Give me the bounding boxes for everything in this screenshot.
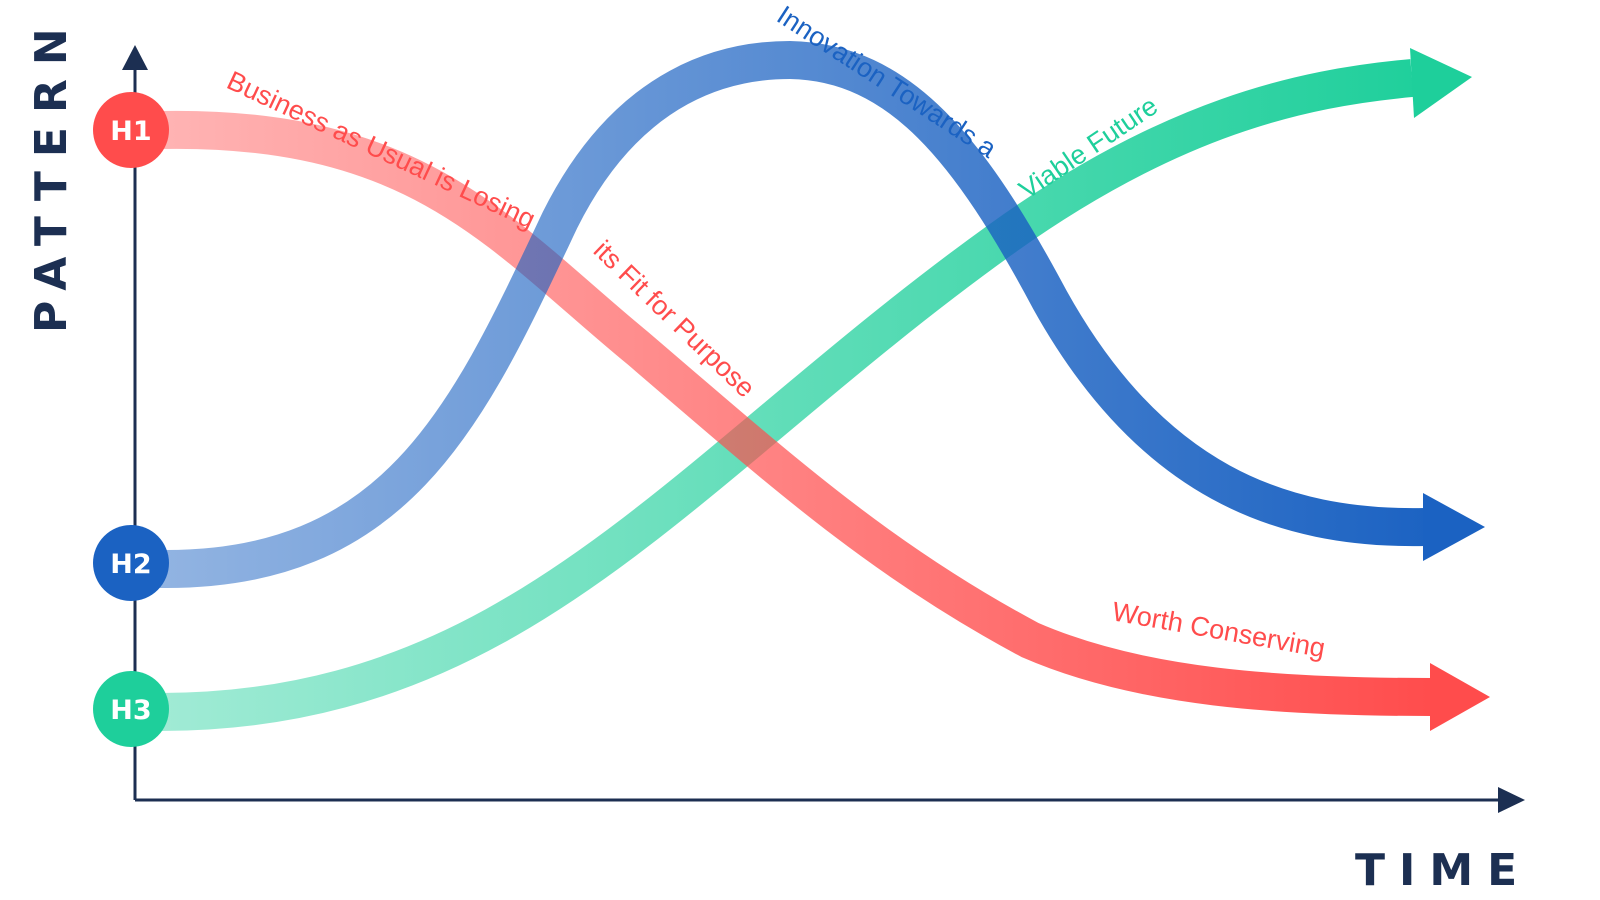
x-axis-title: TIME	[1355, 845, 1531, 896]
h1-curve-band	[159, 110, 1433, 716]
h3-arrowhead	[1410, 48, 1472, 118]
h2-badge: H2	[93, 525, 169, 601]
h2-badge-label: H2	[110, 549, 151, 580]
h1-badge: H1	[93, 92, 169, 168]
h3-badge-circle	[93, 671, 169, 747]
h1-badge-circle	[93, 92, 169, 168]
h2-curve	[159, 40, 1485, 589]
h3-badge-label: H3	[110, 695, 151, 726]
h3-badge: H3	[93, 671, 169, 747]
h3-curve	[159, 48, 1472, 731]
y-axis-arrowhead	[122, 45, 148, 70]
x-axis-arrowhead	[1498, 787, 1525, 813]
h2-arrowhead	[1423, 493, 1485, 561]
y-axis-title: PATTERN	[26, 14, 77, 333]
h2-badge-circle	[93, 525, 169, 601]
h2-curve-band	[159, 40, 1426, 589]
axes: PATTERN TIME	[26, 14, 1531, 896]
h1-arrowhead	[1430, 663, 1490, 731]
h2-label-part1: Innovation Towards a	[772, 0, 1003, 164]
h1-label-part3: Worth Conserving	[1110, 596, 1328, 663]
h1-badge-label: H1	[110, 116, 151, 147]
h3-curve-band	[159, 59, 1414, 731]
h1-curve	[159, 110, 1490, 731]
